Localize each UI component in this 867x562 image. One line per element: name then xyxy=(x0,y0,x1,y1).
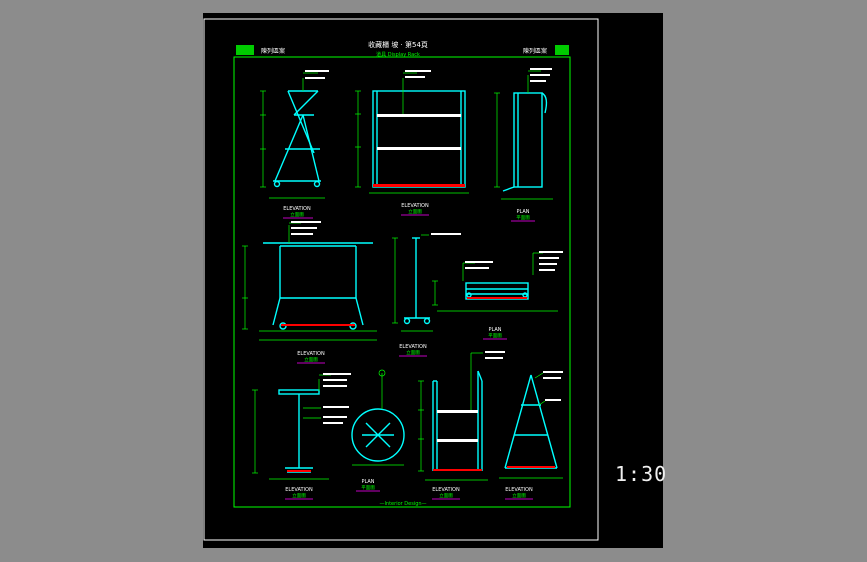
drawing-sheet: 收藏櫃 坡 · 第54頁 道具 Display Rack 陳列區案 陳列區案 xyxy=(203,13,663,548)
view-label-2: ELEVATION 立面圖 xyxy=(401,203,429,216)
svg-text:立面圖: 立面圖 xyxy=(292,492,306,499)
view-label-6: PLAN 平面圖 xyxy=(483,327,507,340)
view-label-3: PLAN 平面圖 xyxy=(511,209,535,222)
stand-side-elevation xyxy=(403,237,431,325)
triangle-shelf-dimensions xyxy=(499,372,563,479)
view-label-4: ELEVATION 立面圖 xyxy=(297,351,325,364)
svg-text:ELEVATION: ELEVATION xyxy=(283,206,311,212)
side-plan-notes xyxy=(530,68,552,82)
round-table-plan xyxy=(351,408,405,462)
svg-text:平面圖: 平面圖 xyxy=(488,333,502,339)
scale-label: 1:30 xyxy=(615,462,668,486)
stand-notes xyxy=(431,233,461,235)
tall-shelf-elevation xyxy=(432,370,483,471)
triangle-shelf-elevation xyxy=(504,374,558,469)
bookshelf-dimensions xyxy=(355,72,469,194)
pedestal-dimensions xyxy=(252,374,331,480)
svg-text:立面圖: 立面圖 xyxy=(304,356,318,363)
pedestal-notes xyxy=(323,373,351,424)
pedestal-accent xyxy=(287,470,311,472)
cad-drawing: 收藏櫃 坡 · 第54頁 道具 Display Rack 陳列區案 陳列區案 xyxy=(203,18,599,541)
hourglass-notes xyxy=(305,70,329,79)
sheet-footer: —Interior Design— xyxy=(379,501,426,507)
right-badge-icon xyxy=(555,45,569,55)
hourglass-rack-elevation xyxy=(273,90,321,188)
view-label-9: ELEVATION 立面圖 xyxy=(432,487,460,500)
svg-text:ELEVATION: ELEVATION xyxy=(285,487,313,493)
left-badge-icon xyxy=(236,45,254,55)
svg-text:ELEVATION: ELEVATION xyxy=(432,487,460,493)
svg-text:PLAN: PLAN xyxy=(361,479,374,485)
view-label-7: ELEVATION 立面圖 xyxy=(285,487,313,500)
triangle-shelf-notes xyxy=(543,371,563,401)
svg-text:平面圖: 平面圖 xyxy=(516,215,530,221)
svg-text:ELEVATION: ELEVATION xyxy=(505,487,533,493)
stand-dimensions xyxy=(392,234,433,332)
svg-text:立面圖: 立面圖 xyxy=(512,492,526,499)
left-badge-text: 陳列區案 xyxy=(261,47,285,55)
bench-plan xyxy=(465,282,529,300)
tall-shelf-dimensions xyxy=(418,352,488,481)
sheet-subtitle: 道具 Display Rack xyxy=(376,51,420,58)
svg-text:ELEVATION: ELEVATION xyxy=(297,351,325,357)
svg-text:立面圖: 立面圖 xyxy=(439,492,453,499)
svg-text:平面圖: 平面圖 xyxy=(361,485,375,491)
triangle-shelf-accent xyxy=(507,466,555,468)
table-dimensions xyxy=(242,222,377,341)
view-label-1: ELEVATION 立面圖 xyxy=(283,206,313,219)
table-base-accent xyxy=(281,324,355,326)
side-plan-dimensions xyxy=(494,70,553,200)
round-plan-dimensions xyxy=(352,369,404,466)
svg-text:PLAN: PLAN xyxy=(516,209,529,215)
view-label-5: ELEVATION 立面圖 xyxy=(399,344,427,357)
bench-dimensions xyxy=(432,252,558,312)
bench-notes xyxy=(465,251,563,271)
svg-text:PLAN: PLAN xyxy=(488,327,501,333)
inner-border xyxy=(233,56,571,508)
trapezoid-table-elevation xyxy=(263,242,373,330)
sheet-title: 收藏櫃 坡 · 第54頁 xyxy=(368,40,428,49)
svg-text:ELEVATION: ELEVATION xyxy=(401,203,429,209)
hourglass-dimensions xyxy=(260,72,325,199)
bookshelf-shelves xyxy=(373,114,465,187)
bookshelf-elevation xyxy=(372,90,466,188)
svg-text:立面圖: 立面圖 xyxy=(408,208,422,215)
outer-frame xyxy=(203,18,599,541)
tall-shelf-boards xyxy=(433,410,482,471)
tall-shelf-notes xyxy=(485,351,505,359)
right-badge-text: 陳列區案 xyxy=(523,47,547,55)
view-label-10: ELEVATION 立面圖 xyxy=(505,487,533,500)
svg-text:立面圖: 立面圖 xyxy=(406,349,420,356)
bookshelf-notes xyxy=(405,70,431,78)
svg-text:ELEVATION: ELEVATION xyxy=(399,344,427,350)
table-notes xyxy=(291,221,321,235)
bookshelf-side-plan xyxy=(502,92,548,192)
view-label-8: PLAN 平面圖 xyxy=(356,479,380,492)
svg-text:立面圖: 立面圖 xyxy=(290,211,304,218)
pedestal-table-elevation xyxy=(278,389,320,473)
bench-accent xyxy=(467,297,527,299)
